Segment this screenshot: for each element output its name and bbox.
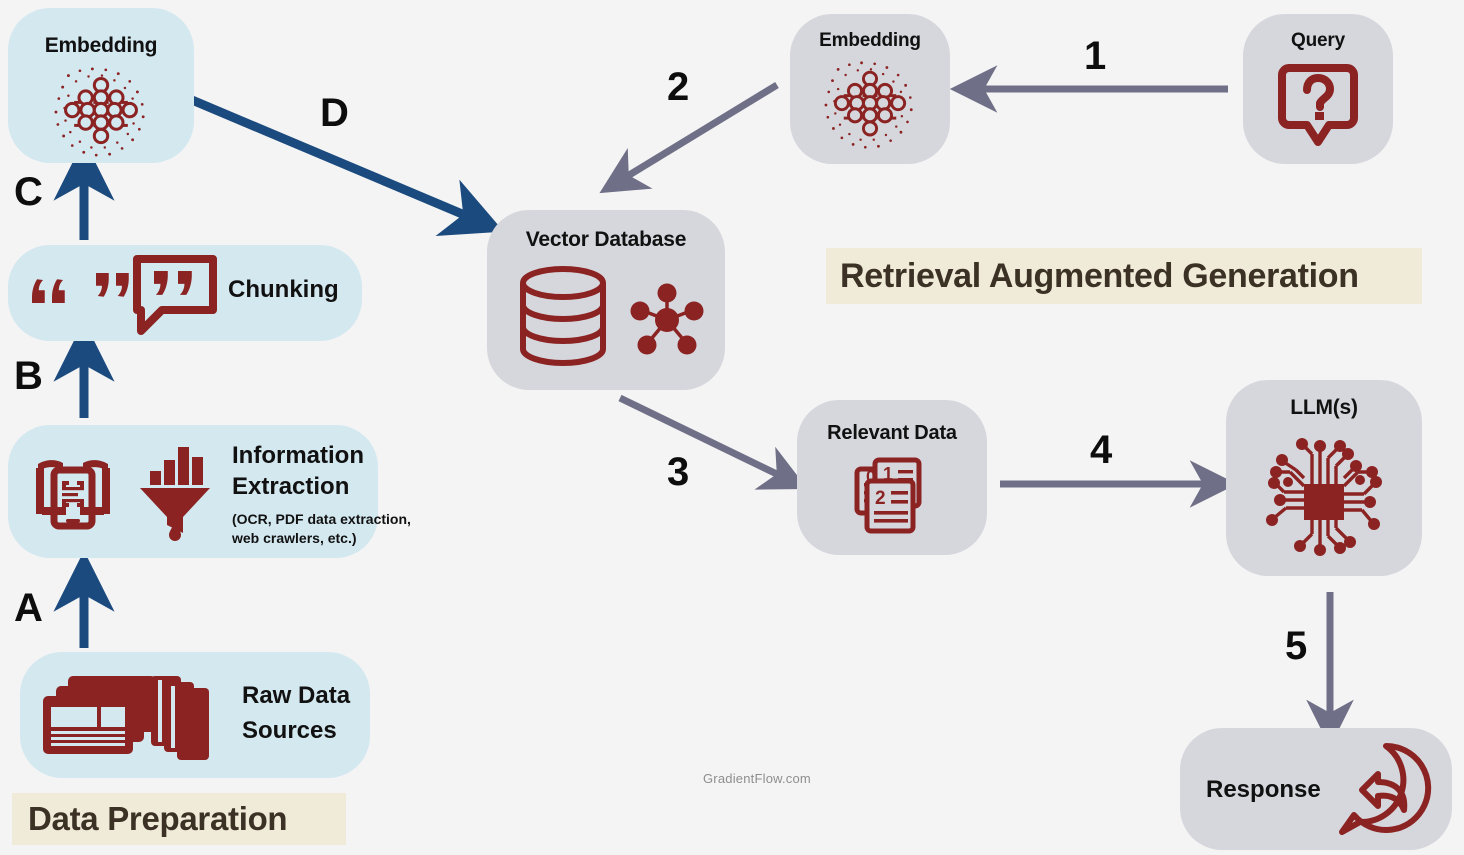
node-chunking[interactable]: Chunking (8, 245, 362, 341)
step-label-4: 4 (1090, 428, 1113, 472)
database-cylinder-icon (519, 265, 607, 367)
rag-banner: Retrieval Augmented Generation (826, 248, 1422, 304)
node-information-extraction-note: (OCR, PDF data extraction, web crawlers,… (232, 510, 412, 548)
node-vector-database[interactable]: Vector Database (487, 210, 725, 390)
node-relevant-data[interactable]: Relevant Data 0 1 2 (797, 400, 987, 555)
step-label-d: D (320, 91, 349, 135)
node-cluster-icon (629, 282, 705, 358)
note-line-2: web crawlers, etc.) (232, 529, 357, 546)
svg-text:1: 1 (883, 464, 893, 484)
watermark: GradientFlow.com (703, 771, 811, 786)
step-label-a: A (14, 586, 43, 630)
question-bubble-icon (1277, 62, 1359, 148)
node-query[interactable]: Query (1243, 14, 1393, 164)
data-prep-banner-label: Data Preparation (28, 800, 288, 837)
ai-chip-icon (1254, 430, 1394, 566)
embedding-network-icon (53, 66, 149, 158)
document-stack-icon (38, 674, 230, 760)
node-vector-database-title: Vector Database (525, 228, 687, 251)
edge-3-arrow (618, 394, 808, 490)
node-llms-title: LLM(s) (1290, 396, 1358, 419)
raw-data-label-line-2: Sources (242, 716, 337, 744)
quote-mark-2-icon (92, 261, 148, 317)
step-label-3: 3 (667, 450, 690, 494)
node-embedding-right-title: Embedding (819, 30, 921, 51)
node-relevant-data-title: Relevant Data (827, 422, 957, 444)
node-embedding-left-title: Embedding (44, 34, 158, 57)
step-label-2: 2 (667, 65, 690, 109)
node-raw-data-sources-label: Raw Data Sources (242, 679, 350, 749)
node-information-extraction[interactable]: Information Extraction (OCR, PDF data ex… (8, 425, 411, 558)
node-chunking-label: Chunking (228, 276, 339, 303)
rag-banner-label: Retrieval Augmented Generation (840, 256, 1359, 295)
svg-text:2: 2 (875, 488, 886, 509)
quote-speech-bubble-icon (132, 254, 218, 336)
node-query-title: Query (1291, 30, 1345, 51)
raw-data-label-line-1: Raw Data (242, 682, 351, 709)
node-response-label: Response (1206, 776, 1321, 803)
quote-mark-1-icon (28, 261, 84, 317)
node-llms[interactable]: LLM(s) (1226, 380, 1422, 576)
embedding-network-icon (823, 60, 917, 150)
svg-text:0: 0 (866, 467, 875, 486)
node-embedding-right[interactable]: Embedding (790, 14, 950, 164)
funnel-chart-icon (136, 443, 214, 541)
edge-2-arrow (599, 82, 779, 194)
node-information-extraction-label: Information Extraction (232, 442, 364, 500)
ocr-scanner-icon (32, 450, 114, 532)
ranked-documents-icon: 0 1 2 (851, 455, 933, 537)
data-prep-banner: Data Preparation (12, 793, 346, 845)
step-label-c: C (14, 170, 43, 214)
node-raw-data-sources[interactable]: Raw Data Sources (20, 652, 370, 778)
note-line-1: (OCR, PDF data extraction, (232, 511, 411, 527)
node-response[interactable]: Response (1180, 728, 1452, 850)
node-embedding-left[interactable]: Embedding (8, 8, 194, 163)
step-label-b: B (14, 354, 43, 398)
step-label-1: 1 (1084, 34, 1107, 78)
step-label-5: 5 (1285, 624, 1308, 668)
reply-bubble-icon (1332, 740, 1434, 838)
